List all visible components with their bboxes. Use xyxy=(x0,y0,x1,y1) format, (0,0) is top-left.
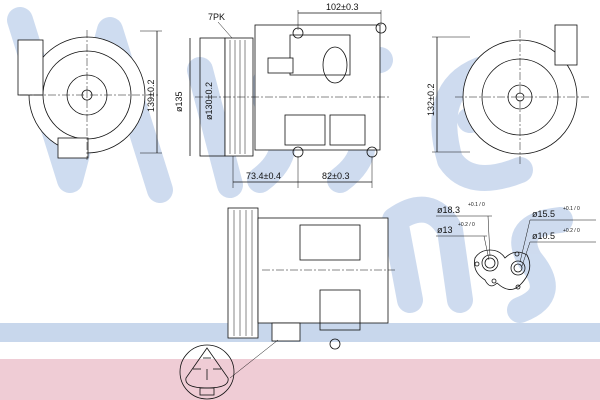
left-height-label: 139±0.2 xyxy=(146,80,156,112)
rear-view-right xyxy=(432,24,590,165)
top-width-label: 102±0.3 xyxy=(326,2,358,12)
port-d4-tolerance: +0.2 / 0 xyxy=(563,228,580,234)
port-plate xyxy=(436,215,596,290)
side-view xyxy=(189,10,390,188)
port-d3-tolerance: +0.1 / 0 xyxy=(563,206,580,212)
pulley-inner-label: ø130±0.2 xyxy=(204,82,214,120)
port-d2-label: ø13 xyxy=(437,225,453,235)
belt-label: 7PK xyxy=(208,12,225,22)
port-d2-tolerance: +0.2 / 0 xyxy=(458,222,475,228)
front-view-left xyxy=(17,30,162,160)
port-d1-label: ø18.3 xyxy=(437,205,460,215)
connector-detail xyxy=(179,344,235,400)
bottom-view xyxy=(227,207,395,379)
port-d4-label: ø10.5 xyxy=(532,231,555,241)
bottom-right-label: 82±0.3 xyxy=(322,171,349,181)
pink-band xyxy=(0,359,600,400)
pulley-outer-label: ø135 xyxy=(174,91,184,112)
port-d3-label: ø15.5 xyxy=(532,209,555,219)
bottom-left-label: 73.4±0.4 xyxy=(246,171,281,181)
port-d1-tolerance: +0.1 / 0 xyxy=(468,202,485,208)
right-height-label: 132±0.2 xyxy=(426,84,436,116)
